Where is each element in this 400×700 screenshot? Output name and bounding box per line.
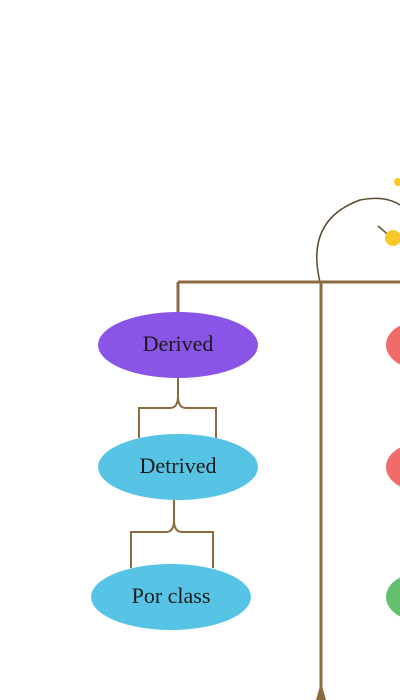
accent-dot	[385, 230, 400, 246]
partial-node-right-2[interactable]	[386, 443, 400, 491]
node-derived-shape	[98, 312, 258, 378]
node-derived-label: Derived	[143, 331, 214, 356]
node-por-class-label: Por class	[132, 583, 211, 608]
node-derived[interactable]: Derived	[98, 312, 258, 378]
node-por-class-shape	[91, 564, 251, 630]
trunk-flare	[316, 686, 326, 700]
partial-node-right-1[interactable]	[386, 321, 400, 369]
node-detrived-label: Detrived	[140, 453, 217, 478]
bracket-connector-2	[130, 500, 214, 568]
accent-dot-small	[394, 178, 400, 186]
partial-node-right-3[interactable]	[386, 573, 400, 621]
node-detrived-shape	[98, 434, 258, 500]
node-detrived[interactable]: Detrived	[98, 434, 258, 500]
node-por-class[interactable]: Por class	[91, 564, 251, 630]
top-arc	[316, 197, 400, 283]
bracket-connector-1	[138, 378, 217, 438]
